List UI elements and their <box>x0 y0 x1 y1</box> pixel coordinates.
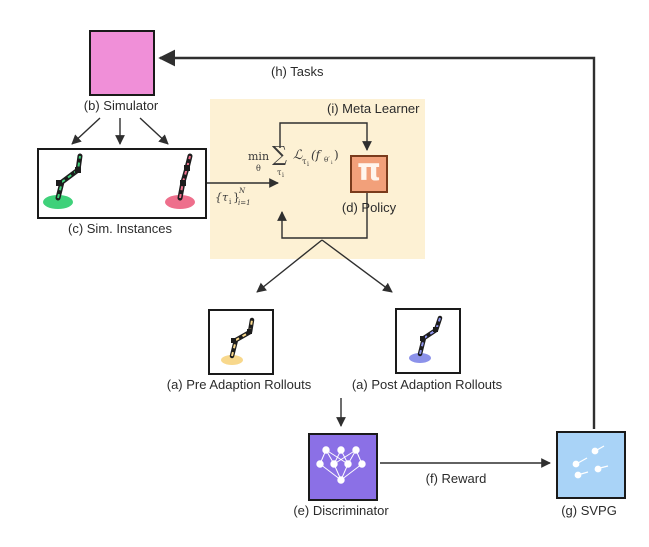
arrow-to-pre <box>256 239 323 293</box>
robot-blue-icon <box>409 315 443 363</box>
formula-theta: θ <box>256 164 261 173</box>
reward-label: (f) Reward <box>425 471 487 486</box>
formula-sum-index: τ <box>277 168 282 177</box>
formula-loss: ℒ <box>293 148 303 163</box>
pre-rollouts-label: (a) Pre Adaption Rollouts <box>166 377 312 392</box>
formula-loss-theta: θ′ <box>324 156 330 164</box>
robot-red-icon <box>165 153 195 209</box>
formula-loss-theta-sub: i <box>331 160 333 166</box>
simulator-box <box>89 30 155 96</box>
formula-loss-arg: (f <box>311 148 321 162</box>
set-sub: i <box>229 198 232 206</box>
formula-loss-close: ) <box>334 148 339 162</box>
arrow-sim-right <box>139 117 169 145</box>
discriminator-label: (e) Discriminator <box>293 503 389 518</box>
post-rollout-box <box>395 308 461 374</box>
simulator-label: (b) Simulator <box>83 98 159 113</box>
formula-loss-sub-i: i <box>307 161 309 168</box>
formula-sum-index-sub: i <box>282 172 284 179</box>
post-rollouts-label: (a) Post Adaption Rollouts <box>351 377 503 392</box>
formula-sum: ∑ <box>272 142 287 166</box>
meta-learner-label: (i) Meta Learner <box>327 101 420 116</box>
loop-top <box>279 122 372 151</box>
arrow-tasks <box>158 49 596 429</box>
arrow-sim-left <box>71 117 101 145</box>
formula-loss-sub: τ <box>302 157 307 166</box>
particles-icon <box>572 445 609 479</box>
set-N: N <box>239 187 246 195</box>
set-close: } <box>233 191 240 204</box>
tasks-label: (h) Tasks <box>271 64 324 79</box>
pi-icon: π <box>357 153 381 188</box>
svpg-box <box>556 431 626 499</box>
loop-bottom <box>277 193 368 239</box>
policy-box: π <box>350 153 388 193</box>
pre-rollout-box <box>208 309 274 375</box>
robot-green-icon <box>43 153 83 209</box>
neural-network-icon <box>316 446 366 484</box>
robot-yellow-icon <box>221 317 255 365</box>
formula-min: min <box>248 150 270 163</box>
sim-instances-label: (c) Sim. Instances <box>67 221 173 236</box>
policy-label: (d) Policy <box>341 200 397 215</box>
arrow-to-post <box>321 239 393 293</box>
set-open: {τ <box>215 191 229 204</box>
set-range: i=1 <box>238 199 251 207</box>
meta-learner-panel <box>210 99 425 259</box>
svpg-label: (g) SVPG <box>561 503 617 518</box>
